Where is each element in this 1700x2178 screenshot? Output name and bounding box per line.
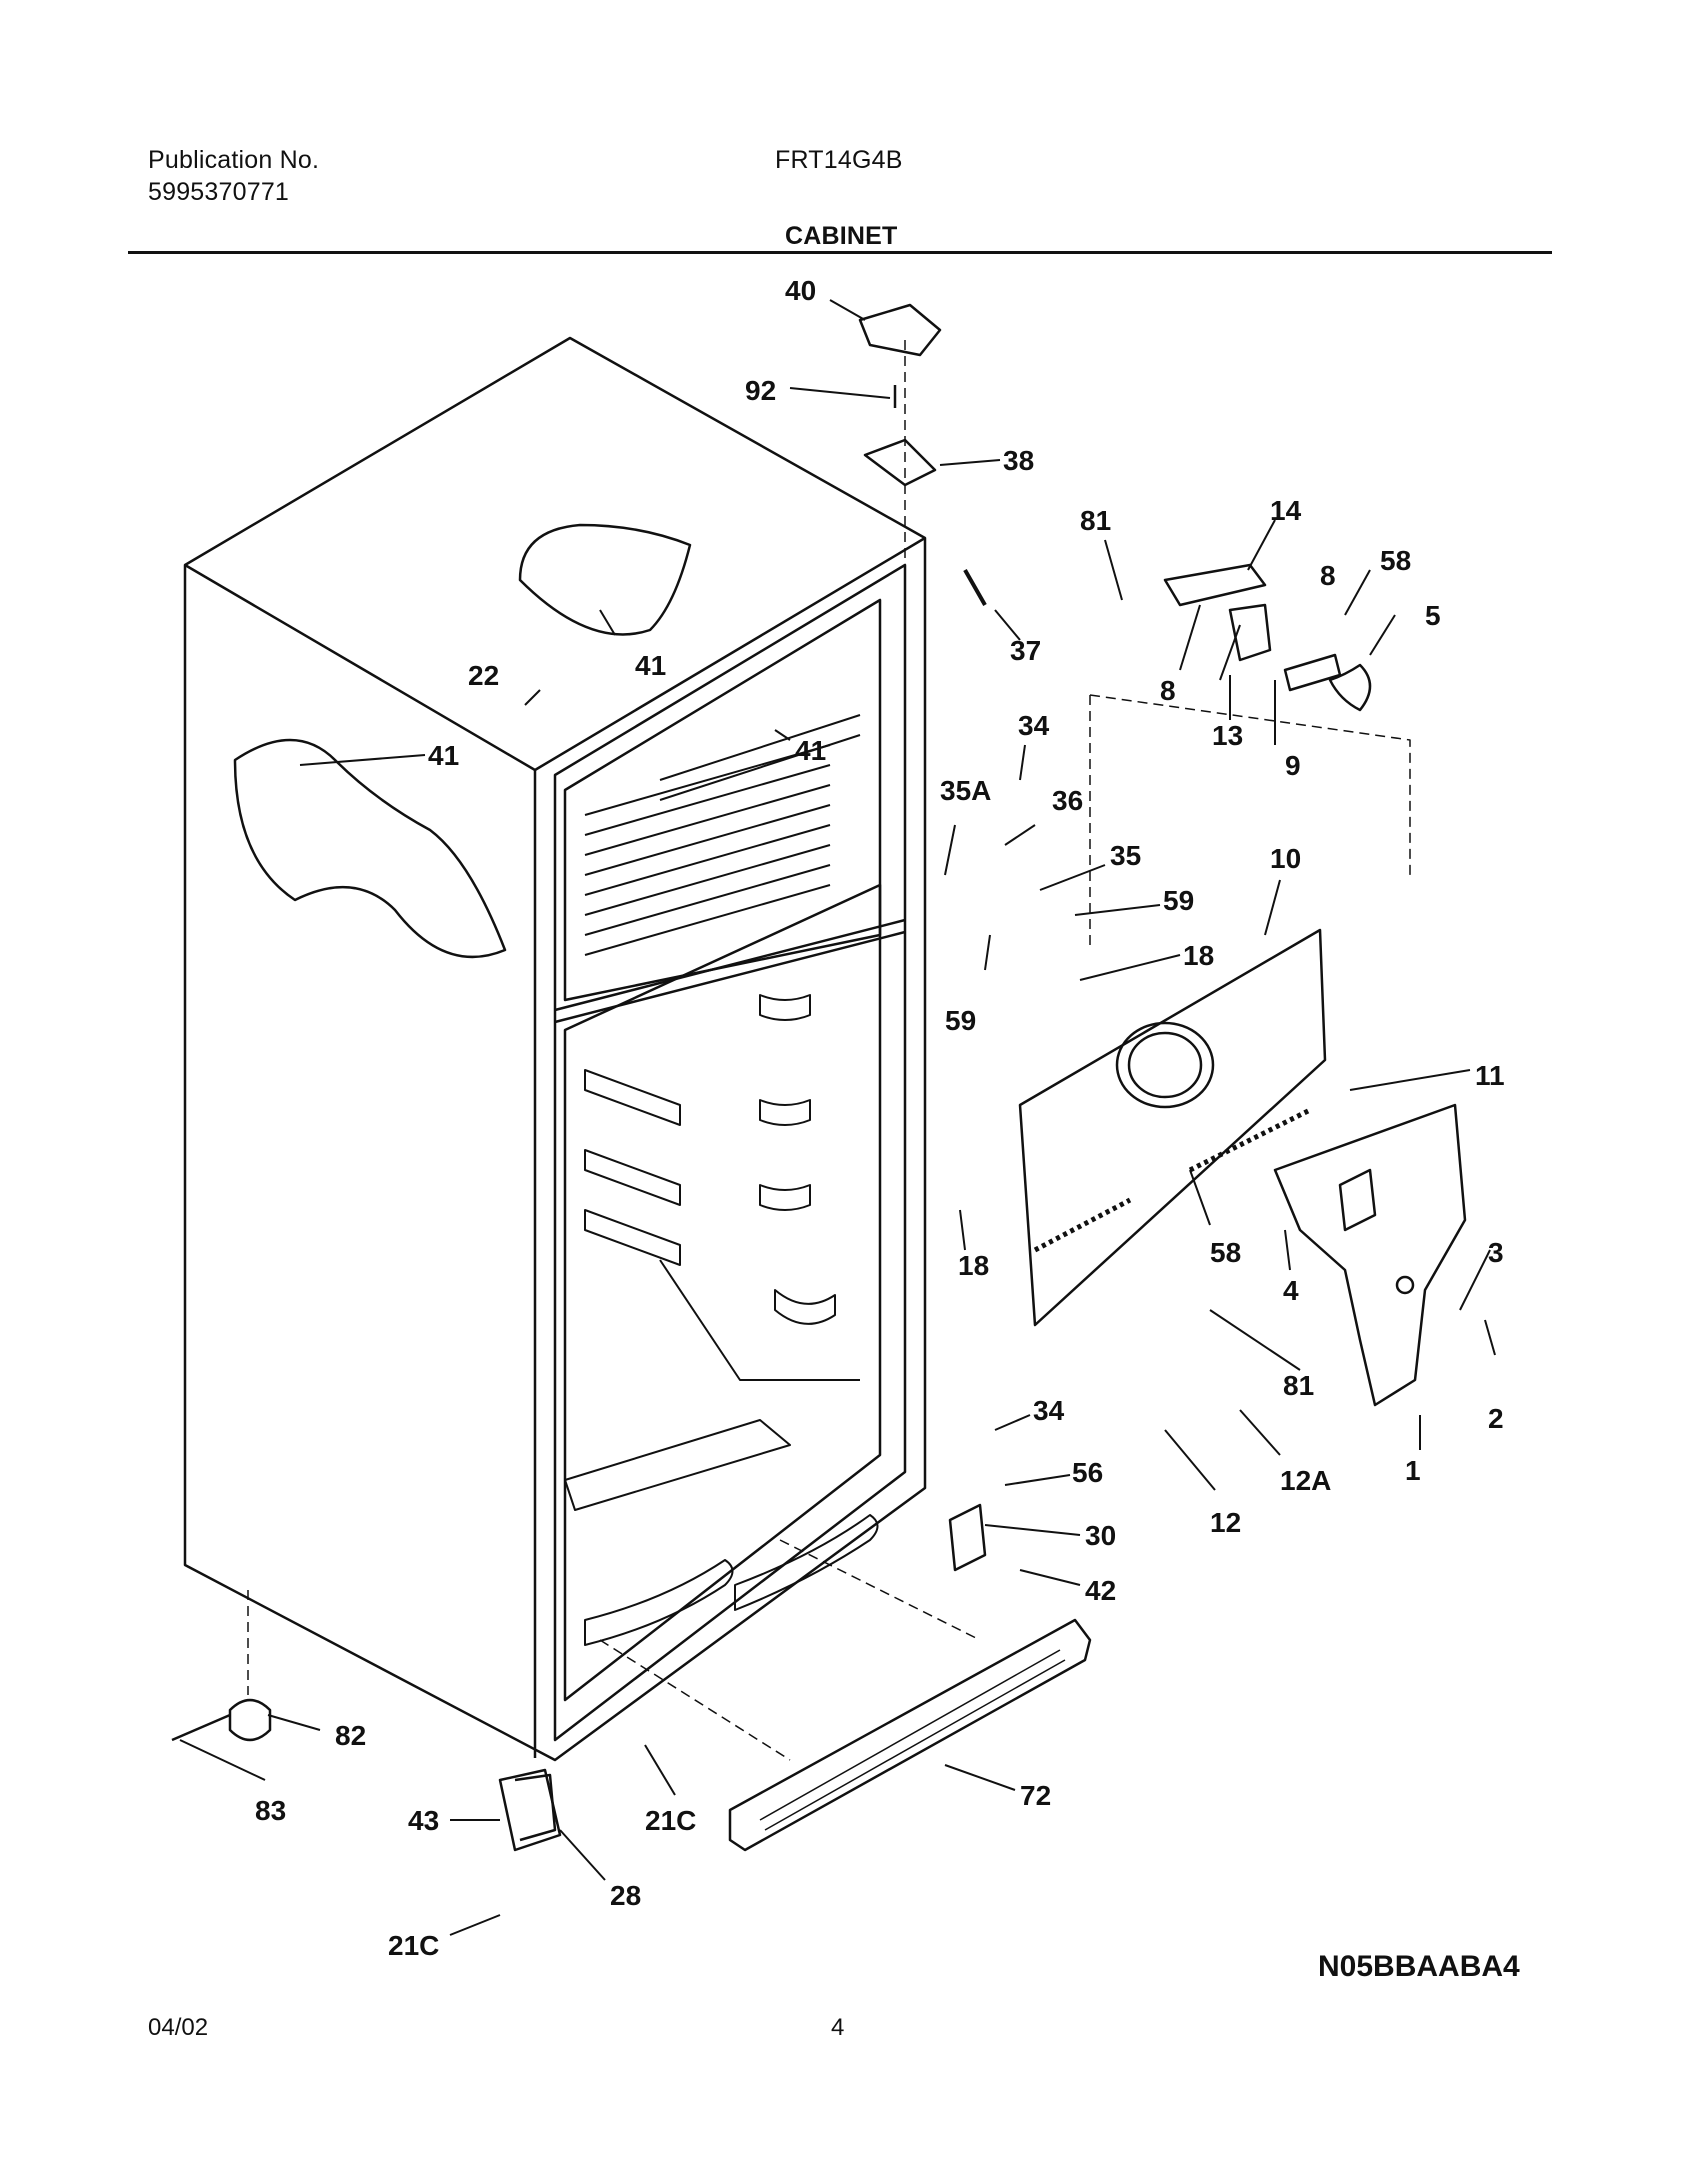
header-rule bbox=[128, 251, 1552, 254]
publication-label: Publication No. bbox=[148, 146, 320, 174]
callout-34-bottom: 34 bbox=[1033, 1395, 1065, 1426]
callout-41-side: 41 bbox=[428, 740, 459, 771]
callout-2: 2 bbox=[1488, 1403, 1504, 1434]
callout-35: 35 bbox=[1110, 840, 1141, 871]
callout-labels: 40 92 38 37 41 41 41 22 81 14 8 8 58 5 1… bbox=[255, 275, 1505, 1961]
callout-38: 38 bbox=[1003, 445, 1034, 476]
callout-35A: 35A bbox=[940, 775, 991, 806]
callout-18-bottom: 18 bbox=[958, 1250, 989, 1281]
callout-40: 40 bbox=[785, 275, 816, 306]
callout-21C-left: 21C bbox=[388, 1930, 439, 1961]
fan-motor-assembly bbox=[1089, 563, 1411, 950]
callout-1: 1 bbox=[1405, 1455, 1421, 1486]
callout-82: 82 bbox=[335, 1720, 366, 1751]
callout-12: 12 bbox=[1210, 1507, 1241, 1538]
callout-36: 36 bbox=[1052, 785, 1083, 816]
leader-lines bbox=[179, 299, 1496, 1936]
callout-3: 3 bbox=[1488, 1237, 1504, 1268]
callout-58-bottom: 58 bbox=[1210, 1237, 1241, 1268]
callout-18-top: 18 bbox=[1183, 940, 1214, 971]
callout-81-top: 81 bbox=[1080, 505, 1111, 536]
page-number: 4 bbox=[831, 2014, 845, 2041]
cabinet-body bbox=[183, 336, 927, 1762]
interior-shelves bbox=[564, 994, 879, 1646]
callout-28: 28 bbox=[610, 1880, 641, 1911]
callout-14: 14 bbox=[1270, 495, 1302, 526]
publication-date: 04/02 bbox=[148, 2014, 209, 2041]
callout-12A: 12A bbox=[1280, 1465, 1331, 1496]
callout-8-right: 8 bbox=[1320, 560, 1336, 591]
callout-9: 9 bbox=[1285, 750, 1301, 781]
callout-83: 83 bbox=[255, 1795, 286, 1826]
callout-56: 56 bbox=[1072, 1457, 1103, 1488]
callout-92: 92 bbox=[745, 375, 776, 406]
hinge-cutaway-top bbox=[233, 523, 692, 959]
callout-21C-right: 21C bbox=[645, 1805, 696, 1836]
publication-number: 5995370771 bbox=[148, 178, 290, 206]
bottom-hinge-and-leveler bbox=[171, 1503, 987, 1852]
callout-4: 4 bbox=[1283, 1275, 1299, 1306]
callout-72: 72 bbox=[1020, 1780, 1051, 1811]
callout-37: 37 bbox=[1010, 635, 1041, 666]
callout-30: 30 bbox=[1085, 1520, 1116, 1551]
callout-41-top: 41 bbox=[635, 650, 666, 681]
callout-11: 11 bbox=[1475, 1060, 1505, 1091]
callout-8-left: 8 bbox=[1160, 675, 1176, 706]
model-number: FRT14G4B bbox=[775, 146, 903, 174]
air-duct-housing bbox=[1273, 1103, 1467, 1407]
callout-22: 22 bbox=[468, 660, 499, 691]
callout-42: 42 bbox=[1085, 1575, 1116, 1606]
callout-59-right: 59 bbox=[1163, 885, 1194, 916]
freezer-coil bbox=[584, 714, 861, 956]
section-title: CABINET bbox=[785, 222, 898, 250]
callout-81-bottom: 81 bbox=[1283, 1370, 1314, 1401]
callout-58-top: 58 bbox=[1380, 545, 1411, 576]
callout-5: 5 bbox=[1425, 600, 1441, 631]
callout-34-top: 34 bbox=[1018, 710, 1050, 741]
callout-43: 43 bbox=[408, 1805, 439, 1836]
callout-10: 10 bbox=[1270, 843, 1301, 874]
callout-41-inner: 41 bbox=[795, 735, 826, 766]
diagram-code: N05BBAABA4 bbox=[1318, 1950, 1520, 1983]
evaporator-cover-panel bbox=[1018, 928, 1327, 1327]
base-grille bbox=[599, 1539, 1092, 1852]
top-hinge-assembly bbox=[858, 303, 987, 606]
callout-59-left: 59 bbox=[945, 1005, 976, 1036]
callout-13: 13 bbox=[1212, 720, 1243, 751]
